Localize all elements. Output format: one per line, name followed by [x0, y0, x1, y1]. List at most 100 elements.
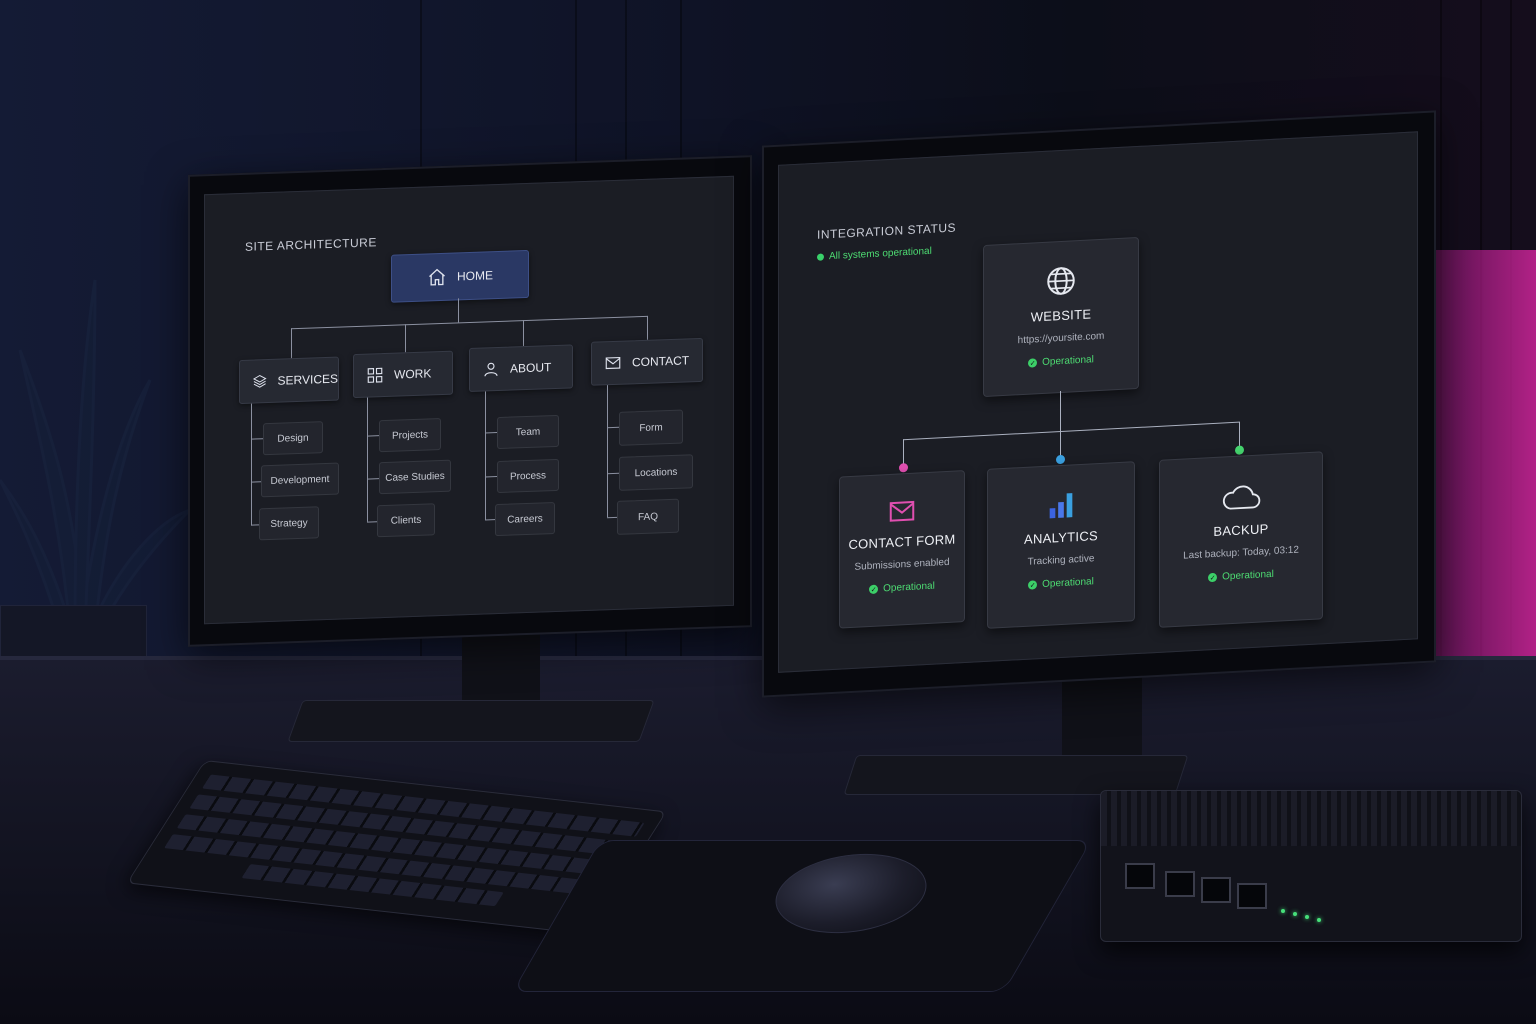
card-status-text: Operational	[1042, 576, 1094, 590]
router-port	[1165, 871, 1195, 897]
card-status: ✓ Operational	[1208, 569, 1274, 583]
child-node-strategy[interactable]: Strategy	[259, 506, 319, 541]
tree-connector	[523, 320, 524, 347]
tree-connector	[647, 315, 648, 340]
check-icon: ✓	[1028, 580, 1038, 590]
right-screen: INTEGRATION STATUS All systems operation…	[778, 131, 1418, 673]
status-connector	[1060, 390, 1061, 432]
child-node-process[interactable]: Process	[497, 458, 559, 494]
child-node-clients[interactable]: Clients	[377, 503, 435, 538]
tree-connector	[251, 524, 259, 526]
plant-icon	[0, 279, 192, 632]
check-icon: ✓	[1208, 572, 1218, 583]
card-status-text: Operational	[1042, 354, 1094, 368]
child-node-locations[interactable]: Locations	[619, 454, 693, 491]
card-status-text: Operational	[1222, 568, 1274, 583]
status-dot	[817, 253, 824, 261]
card-subtitle: Submissions enabled	[854, 556, 950, 573]
card-status-text: Operational	[883, 580, 935, 595]
backup-card[interactable]: BACKUP Last backup: Today, 03:12 ✓ Opera…	[1159, 451, 1323, 628]
check-icon: ✓	[1028, 358, 1038, 368]
tree-connector	[405, 324, 406, 353]
section-label: CONTACT	[632, 353, 690, 370]
child-node-development[interactable]: Development	[261, 462, 339, 498]
screen-title: SITE ARCHITECTURE	[245, 235, 377, 254]
website-card[interactable]: WEBSITE https://yoursite.com ✓ Operation…	[983, 236, 1139, 398]
child-node-case-studies[interactable]: Case Studies	[379, 459, 451, 495]
left-monitor-base	[287, 700, 655, 742]
user-icon	[484, 362, 498, 377]
screen-title: INTEGRATION STATUS	[817, 220, 957, 242]
tree-connector	[485, 391, 486, 520]
card-subtitle: Last backup: Today, 03:12	[1183, 544, 1299, 562]
mail-icon	[605, 356, 621, 370]
section-label: WORK	[394, 366, 432, 382]
status-connector	[903, 421, 1239, 441]
section-node-work[interactable]: WORK	[353, 350, 453, 399]
tree-connector	[607, 385, 608, 518]
child-node-team[interactable]: Team	[497, 414, 559, 450]
tree-connector	[367, 435, 379, 437]
card-title: BACKUP	[1213, 521, 1269, 540]
tree-connector	[607, 472, 619, 475]
system-status: All systems operational	[817, 246, 932, 263]
home-label: HOME	[457, 268, 493, 284]
left-monitor-stand	[462, 630, 540, 710]
section-node-contact[interactable]: CONTACT	[591, 337, 703, 386]
section-node-services[interactable]: SERVICES	[239, 356, 339, 405]
section-label: ABOUT	[510, 360, 552, 376]
home-icon	[429, 268, 445, 286]
connector-dot	[899, 463, 908, 473]
card-subtitle: Tracking active	[1027, 553, 1095, 568]
tree-connector	[291, 315, 647, 330]
router-port	[1237, 883, 1267, 909]
router-port	[1201, 877, 1231, 903]
check-icon: ✓	[869, 584, 879, 595]
home-node[interactable]: HOME	[391, 249, 529, 303]
child-node-careers[interactable]: Careers	[495, 502, 555, 537]
left-monitor: SITE ARCHITECTURE HOME SERVICES	[188, 155, 752, 647]
analytics-card[interactable]: ANALYTICS Tracking active ✓ Operational	[987, 461, 1135, 629]
tree-connector	[367, 521, 377, 523]
tree-connector	[485, 476, 497, 478]
grid-icon	[367, 367, 383, 383]
card-title: ANALYTICS	[1024, 528, 1098, 547]
card-status: ✓ Operational	[1028, 354, 1094, 368]
router-led	[1317, 918, 1321, 922]
section-label: SERVICES	[277, 371, 338, 388]
tree-connector	[251, 403, 252, 526]
mail-icon	[889, 500, 915, 522]
child-node-faq[interactable]: FAQ	[617, 498, 679, 535]
right-monitor-base	[843, 755, 1189, 795]
card-subtitle: https://yoursite.com	[1017, 330, 1105, 347]
router-port	[1125, 863, 1155, 889]
right-monitor: INTEGRATION STATUS All systems operation…	[762, 110, 1436, 698]
tree-connector	[458, 298, 459, 323]
cloud-icon	[1222, 485, 1261, 510]
tree-connector	[291, 328, 292, 359]
child-node-projects[interactable]: Projects	[379, 418, 441, 453]
child-node-form[interactable]: Form	[619, 409, 683, 446]
tree-connector	[367, 397, 368, 522]
card-title: CONTACT FORM	[848, 531, 956, 553]
bar-chart-icon	[1049, 493, 1073, 519]
router-led	[1281, 909, 1285, 913]
connector-dot	[1235, 445, 1244, 455]
globe-icon	[1047, 267, 1075, 295]
section-node-about[interactable]: ABOUT	[469, 344, 573, 393]
tree-connector	[251, 438, 263, 440]
system-status-text: All systems operational	[829, 245, 932, 263]
tree-connector	[607, 516, 617, 519]
router-led	[1305, 915, 1309, 919]
tree-connector	[251, 481, 261, 483]
contact-form-card[interactable]: CONTACT FORM Submissions enabled ✓ Opera…	[839, 470, 965, 629]
card-title: WEBSITE	[1030, 306, 1092, 325]
layers-icon	[252, 374, 267, 388]
connector-dot	[1056, 454, 1065, 465]
router	[1100, 790, 1522, 942]
card-status: ✓ Operational	[1028, 576, 1094, 590]
child-node-design[interactable]: Design	[263, 421, 323, 456]
tree-connector	[485, 432, 497, 434]
left-screen: SITE ARCHITECTURE HOME SERVICES	[204, 175, 734, 625]
